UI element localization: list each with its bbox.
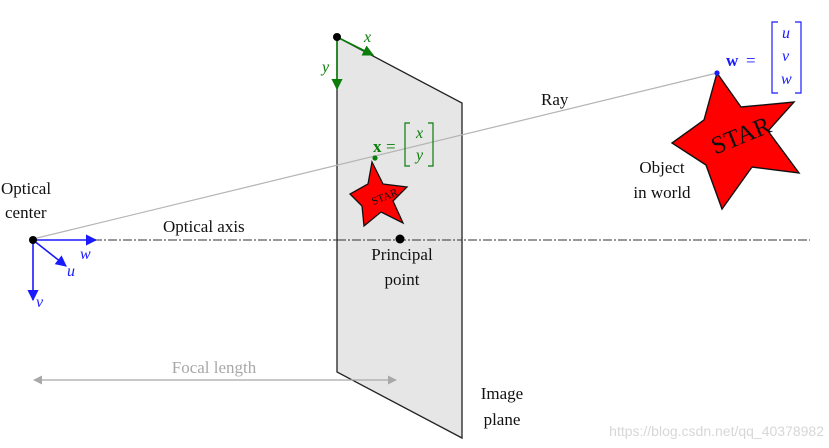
world-point-name: w (726, 51, 739, 70)
image-point-name: x (373, 137, 382, 156)
image-plane-label-1: Image (481, 384, 523, 403)
world-point-vec-u: u (782, 25, 790, 42)
image-point-equation: x = x y (373, 122, 434, 167)
img-y-label: y (320, 59, 330, 76)
image-origin-dot (333, 33, 341, 41)
image-point-dot (372, 155, 378, 161)
world-point-vec-w: w (781, 71, 792, 88)
image-point-bracket-right (428, 122, 434, 167)
principal-point-dot (395, 234, 405, 244)
ray-label: Ray (541, 90, 569, 109)
world-point-bracket-right (795, 21, 802, 94)
optical-center-label-1: Optical (1, 179, 51, 198)
cam-w-label: w (80, 246, 91, 263)
image-point-vec-y: y (414, 147, 424, 164)
focal-length-label: Focal length (172, 358, 257, 377)
world-point-equals: = (746, 51, 756, 70)
cam-v-label: v (36, 294, 44, 311)
image-x-axis (336, 36, 375, 56)
image-point-vec-x: x (415, 125, 423, 142)
world-point-dot (714, 70, 720, 76)
watermark-text: https://blog.csdn.net/qq_40378982 (609, 423, 824, 439)
object-label-1: Object (639, 158, 685, 177)
image-point-equals: = (386, 137, 396, 156)
img-x-label: x (363, 29, 371, 46)
image-point-bracket-left (404, 122, 410, 167)
object-label-2: in world (633, 183, 691, 202)
camera-u-axis (32, 239, 67, 267)
world-point-equation: w = u v w (726, 21, 802, 94)
cam-u-label: u (67, 263, 75, 280)
small-star-shape (348, 159, 409, 228)
world-point-bracket-left (771, 21, 778, 94)
world-point-vec-v: v (782, 48, 790, 65)
image-plane-label-2: plane (484, 410, 521, 429)
big-star-shape (670, 71, 801, 211)
optical-axis-label: Optical axis (163, 217, 245, 236)
principal-point-label-1: Principal (371, 245, 433, 264)
optical-center-dot (29, 236, 37, 244)
optical-center-label-2: center (5, 203, 47, 222)
principal-point-label-2: point (385, 270, 420, 289)
